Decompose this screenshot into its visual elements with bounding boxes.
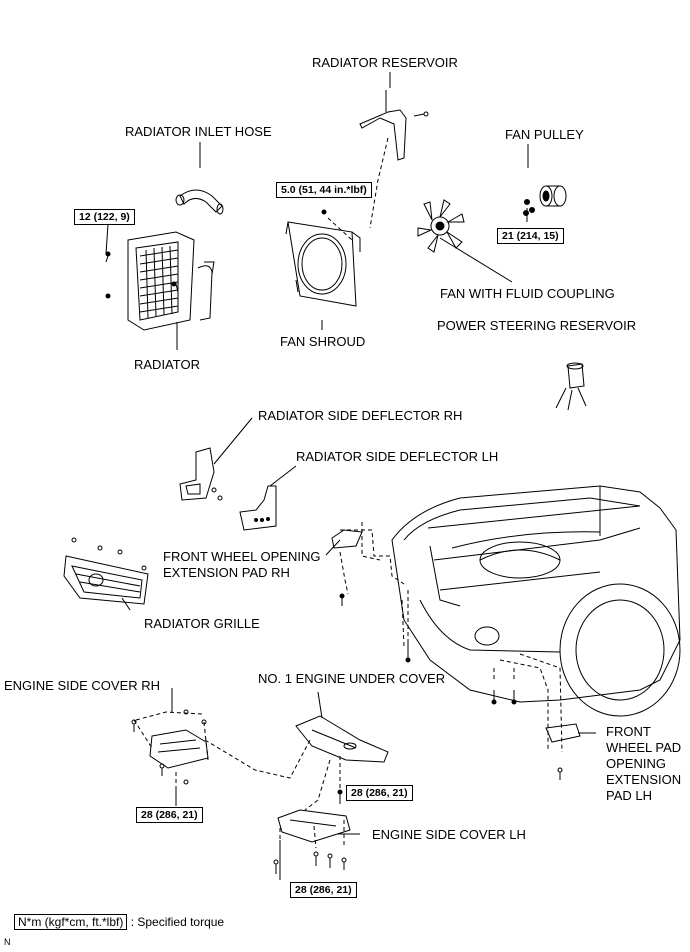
front-wheel-pad-opening-extension-pad-lh-part [545,723,581,773]
engine-side-cover-rh-part [131,709,209,785]
label-radiator-side-deflector-lh: RADIATOR SIDE DEFLECTOR LH [296,449,499,464]
label-line: EXTENSION PAD RH [163,565,290,580]
label-fan-shroud: FAN SHROUD [280,334,366,349]
fan-pulley-part [523,185,567,216]
bolt-symbols [105,255,561,874]
torque-legend-text: : Specified torque [130,915,225,929]
figure-code: N [4,937,11,947]
label-fan-with-fluid-coupling: FAN WITH FLUID COUPLING [440,286,615,301]
torque-box-fan-shroud: 5.0 (51, 44 in.*lbf) [276,182,372,198]
label-no1-engine-under-cover: NO. 1 ENGINE UNDER COVER [258,671,446,686]
label-fan-pulley: FAN PULLEY [505,127,584,142]
label-line: EXTENSION [606,772,682,787]
label-line: PAD LH [606,788,652,803]
radiator-side-deflector-lh-part [239,485,277,531]
label-front-wheel-pad-opening-extension-pad-lh: FRONT WHEEL PAD OPENING EXTENSION PAD LH [606,724,690,804]
radiator-reservoir-part [359,90,429,161]
torque-box-engine-side-cover-lh: 28 (286, 21) [290,882,357,898]
label-radiator-reservoir: RADIATOR RESERVOIR [312,55,458,70]
radiator-inlet-hose-part [175,189,224,215]
label-line: FRONT [606,724,651,739]
radiator-part [105,231,215,331]
vehicle-front-part [391,485,681,717]
radiator-side-deflector-rh-part [179,447,223,501]
label-engine-side-cover-rh: ENGINE SIDE COVER RH [4,678,161,693]
radiator-grille-part [63,537,149,605]
label-radiator: RADIATOR [134,357,200,372]
fan-shroud-part [285,209,361,307]
torque-box-engine-side-cover-rh: 28 (286, 21) [136,807,203,823]
torque-legend: N*m (kgf*cm, ft.*lbf) : Specified torque [14,914,224,930]
torque-box-no1-engine-under-cover: 28 (286, 21) [346,785,413,801]
torque-box-fan-pulley: 21 (214, 15) [497,228,564,244]
label-front-wheel-opening-extension-pad-rh: FRONT WHEEL OPENING EXTENSION PAD RH [163,549,343,581]
label-line: OPENING [606,756,666,771]
power-steering-reservoir-part [555,362,587,411]
dashed-assembly-lines [133,137,563,862]
fan-with-fluid-coupling-part [417,199,465,253]
label-radiator-inlet-hose: RADIATOR INLET HOSE [125,124,272,139]
engine-side-cover-lh-part [273,809,351,865]
label-line: WHEEL PAD [606,740,682,755]
label-power-steering-reservoir: POWER STEERING RESERVOIR [437,318,637,333]
label-line: FRONT WHEEL OPENING [163,549,321,564]
torque-box-radiator: 12 (122, 9) [74,209,135,225]
label-engine-side-cover-lh: ENGINE SIDE COVER LH [372,827,526,842]
torque-legend-units: N*m (kgf*cm, ft.*lbf) [14,914,128,930]
label-radiator-grille: RADIATOR GRILLE [144,616,260,631]
no1-engine-under-cover-part [295,715,389,795]
label-radiator-side-deflector-rh: RADIATOR SIDE DEFLECTOR RH [258,408,463,423]
